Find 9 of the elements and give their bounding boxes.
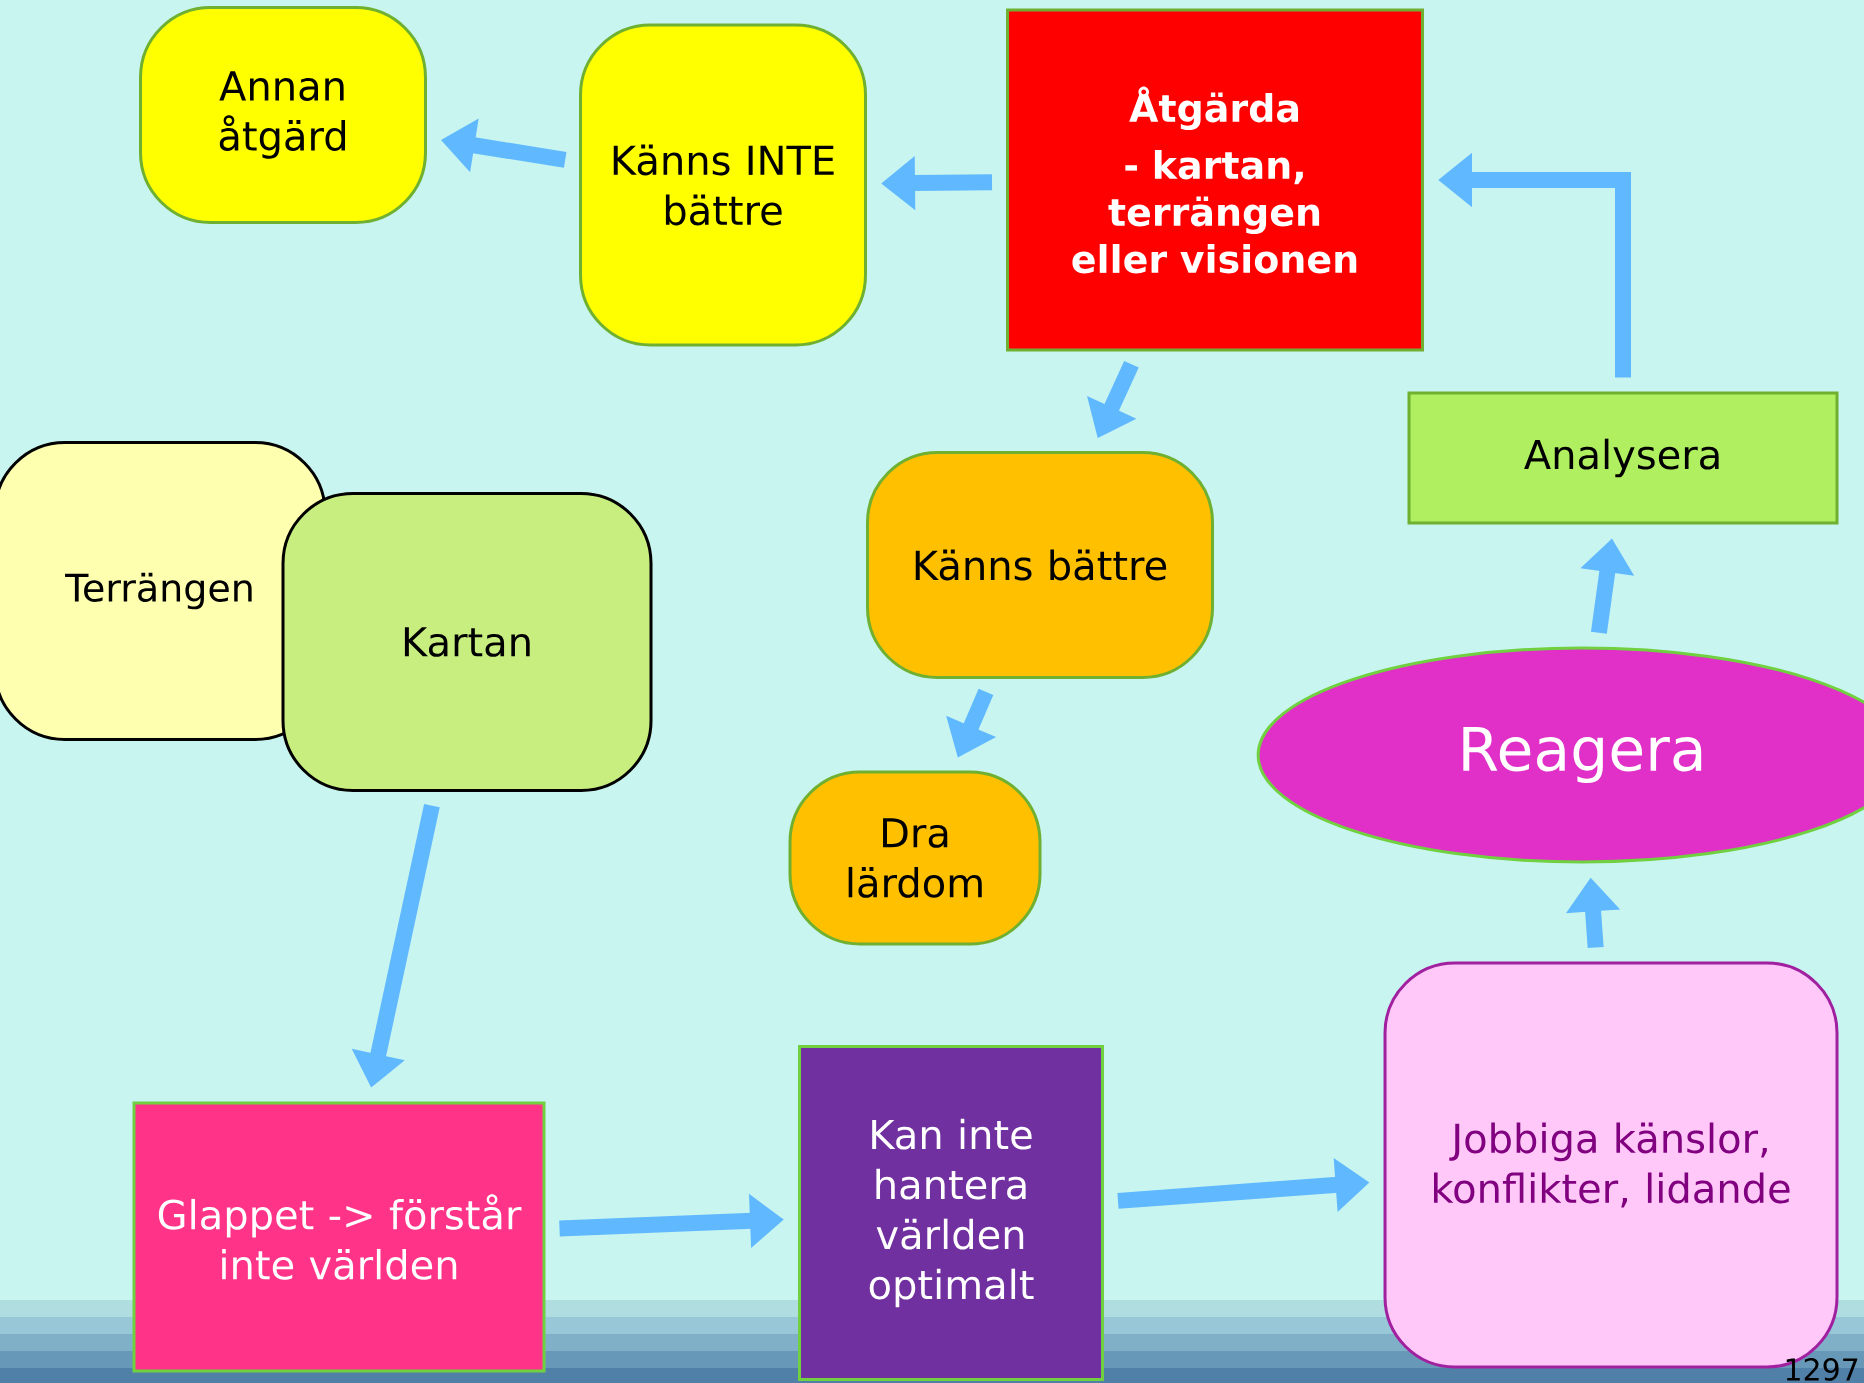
rounded-blob: Dra lärdom bbox=[788, 770, 1042, 946]
rounded-blob: Känns bättre bbox=[866, 451, 1214, 679]
rounded-blob: Annan åtgärd bbox=[139, 6, 427, 224]
banner-box: Kan inte hantera världen optimalt bbox=[798, 1045, 1104, 1381]
banner-box: Analysera bbox=[1407, 391, 1839, 525]
banner-box: Glappet -> förstår inte världen bbox=[132, 1101, 546, 1373]
rounded-blob: Kartan bbox=[281, 492, 653, 792]
banner-box: Åtgärda - kartan, terrängen eller visionen bbox=[1006, 8, 1424, 352]
rounded-blob: Känns INTE bättre bbox=[579, 23, 867, 347]
